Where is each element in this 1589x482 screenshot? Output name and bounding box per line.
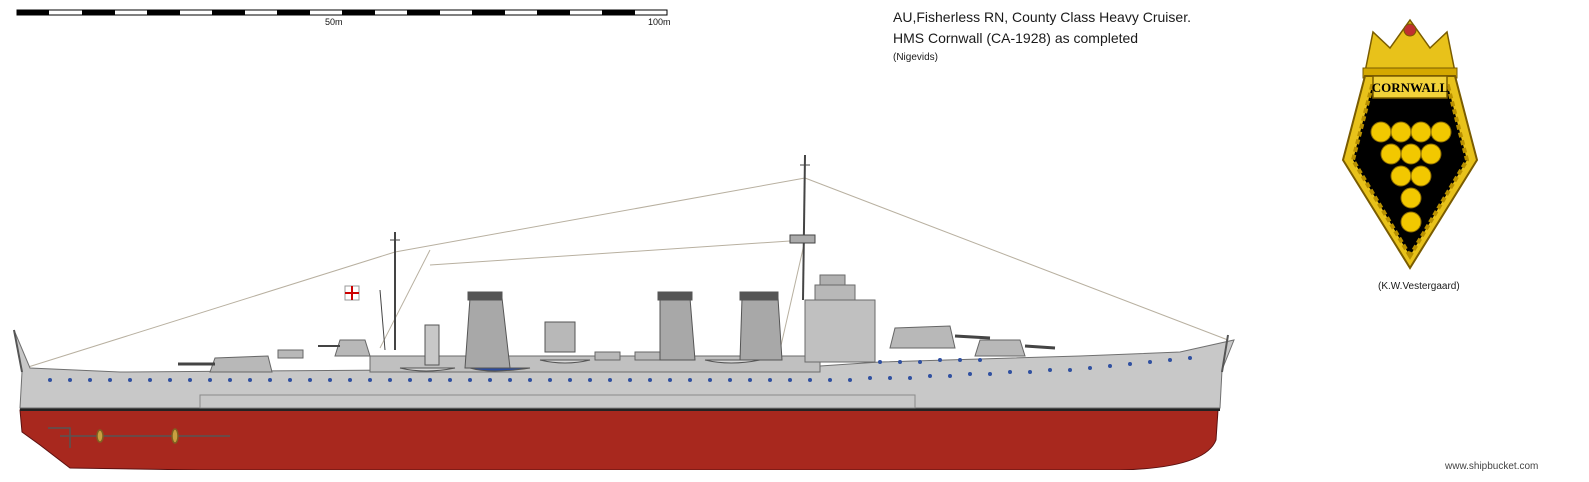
hull-lower-red bbox=[19, 409, 1219, 470]
scale-label-100m: 100m bbox=[648, 17, 671, 27]
naval-crown-icon bbox=[1362, 18, 1458, 79]
foremast bbox=[802, 154, 806, 301]
funnel-fore bbox=[739, 297, 783, 361]
portholes bbox=[48, 356, 1192, 382]
masts bbox=[379, 154, 816, 351]
gun-turrets bbox=[178, 325, 1056, 373]
ship-profile-drawing bbox=[13, 154, 1235, 470]
turret-x bbox=[209, 355, 273, 373]
turret-b bbox=[889, 325, 956, 349]
funnel-aft bbox=[464, 297, 511, 369]
site-watermark: www.shipbucket.com bbox=[1445, 461, 1539, 472]
ship-crest-badge: CORNWALL bbox=[1341, 18, 1479, 270]
boot-topping bbox=[20, 407, 1220, 411]
turret-a bbox=[974, 339, 1026, 357]
drawing-subtitle: HMS Cornwall (CA-1928) as completed bbox=[893, 30, 1139, 46]
scale-bar-segments bbox=[17, 10, 635, 15]
propeller-shafts bbox=[48, 427, 230, 448]
scale-label-50m: 50m bbox=[325, 17, 343, 27]
bezants bbox=[1370, 121, 1452, 233]
crest-ship-name: CORNWALL bbox=[1372, 80, 1449, 95]
turret-y bbox=[334, 339, 371, 357]
ensign-flag bbox=[344, 285, 360, 301]
crest-credit: (K.W.Vestergaard) bbox=[1378, 281, 1460, 292]
bridge-block bbox=[804, 299, 876, 363]
scale-bar bbox=[16, 9, 668, 16]
crest-name-plate bbox=[1372, 75, 1448, 99]
drawing-title: AU,Fisherless RN, County Class Heavy Cru… bbox=[893, 9, 1191, 25]
funnel-middle bbox=[659, 297, 696, 361]
rigging-lines bbox=[24, 177, 1229, 369]
author-credit: (Nigevids) bbox=[893, 52, 939, 63]
armor-belt bbox=[199, 394, 916, 409]
ship-boats bbox=[399, 321, 761, 372]
